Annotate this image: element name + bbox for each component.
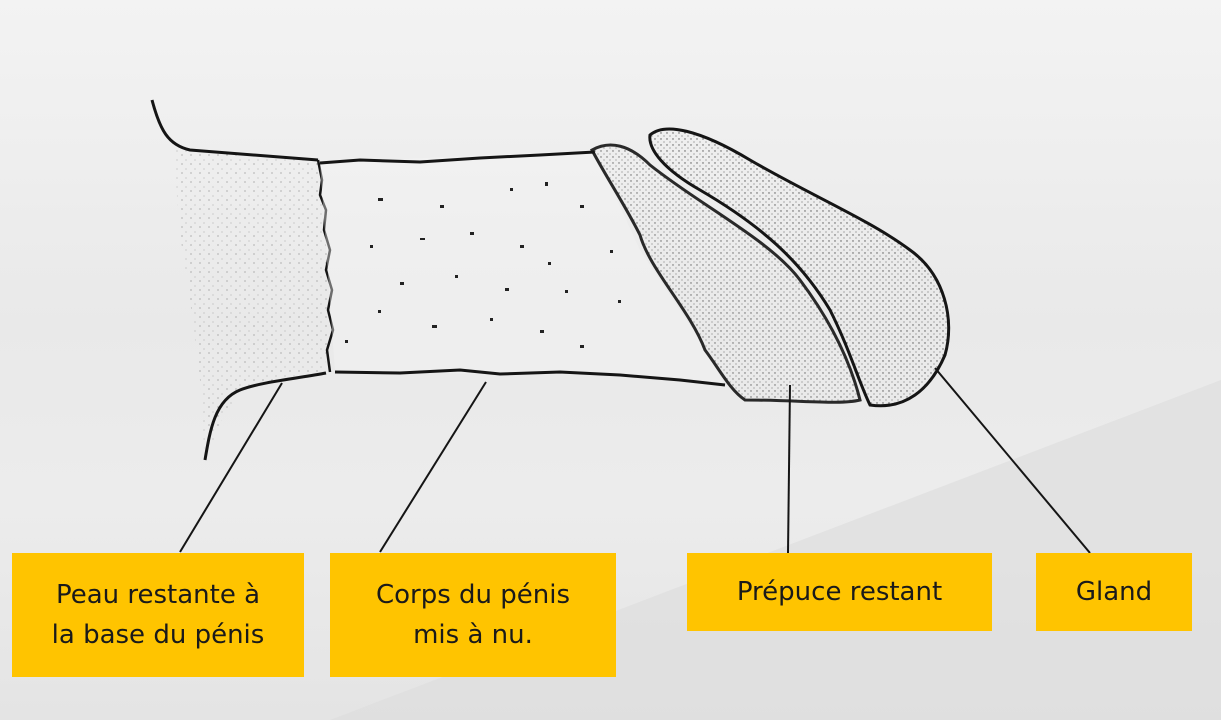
label-remaining-skin: Peau restante à la base du pénis	[12, 553, 304, 677]
label-glans: Gland	[1036, 553, 1192, 631]
leader-line-foreskin	[788, 385, 790, 553]
leader-line-skin	[180, 383, 282, 552]
label-remaining-foreskin: Prépuce restant	[687, 553, 992, 631]
leader-line-shaft	[380, 382, 486, 552]
remaining-skin-shape	[175, 150, 330, 460]
label-shaft: Corps du pénis mis à nu.	[330, 553, 616, 677]
